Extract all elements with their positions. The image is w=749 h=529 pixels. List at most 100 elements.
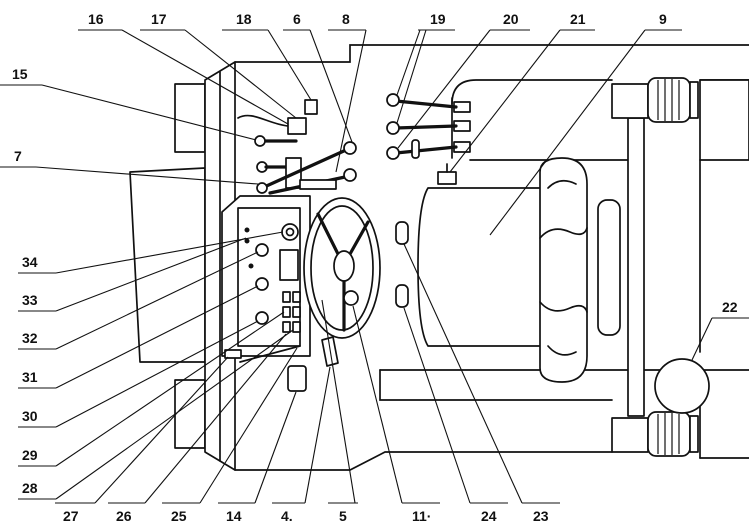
- seat-slot: [597, 199, 621, 336]
- gauge-small: [255, 243, 269, 257]
- steering-spoke: [348, 220, 370, 256]
- steering-hub: [333, 250, 355, 282]
- front-controls: [237, 99, 357, 195]
- leader-line-14: [254, 391, 297, 504]
- toggle-switch: [292, 321, 301, 333]
- callout-24: 24: [481, 508, 497, 524]
- column-knob: [343, 290, 359, 306]
- seat-bolster-top: [539, 227, 588, 239]
- main-lever-knob: [343, 141, 357, 155]
- axle-housing-bottom: [611, 417, 649, 453]
- leader-line-33: [55, 237, 247, 312]
- hub-flange-top: [689, 81, 699, 119]
- callout-labels-right: 22: [722, 299, 738, 315]
- seat-back: [539, 157, 588, 383]
- gauge-center: [285, 227, 295, 237]
- callout-27: 27: [63, 508, 79, 524]
- callout-20: 20: [503, 11, 519, 27]
- top-rail-lower-edge: [451, 79, 613, 105]
- callout-9: 9: [659, 11, 667, 27]
- rear-wheel-hub-bottom: [611, 411, 699, 457]
- toggle-switch: [292, 291, 301, 303]
- steering-wheel-rim-inner: [310, 205, 374, 331]
- seat-back-fold: [547, 179, 577, 189]
- floor-button-lower: [395, 284, 409, 308]
- callout-21: 21: [570, 11, 586, 27]
- leader-line-7: [35, 166, 259, 185]
- leader-line-21: [449, 29, 561, 173]
- leader-line-8: [335, 29, 367, 173]
- callout-17: 17: [151, 11, 167, 27]
- wiring: [237, 114, 289, 127]
- callout-6: 6: [293, 11, 301, 27]
- steering-spoke: [316, 212, 340, 256]
- callout-7: 7: [14, 148, 22, 164]
- callout-19: 19: [430, 11, 446, 27]
- gauge-small: [255, 277, 269, 291]
- rear-axle-bar: [627, 117, 645, 417]
- leader-line-25: [199, 347, 298, 504]
- callout-29: 29: [22, 447, 38, 463]
- leader-line-26: [144, 333, 287, 504]
- lever-rod: [394, 99, 458, 109]
- lever-knob: [386, 146, 400, 160]
- leader-line-6: [309, 29, 353, 143]
- leader-line-11: [352, 305, 403, 504]
- callout-18: 18: [236, 11, 252, 27]
- cab-bottom-edge: [234, 451, 613, 471]
- indicator-lamp: [248, 263, 254, 269]
- callout-labels-bottom: 27 26 25 14 4. 5 11· 24 23: [63, 508, 549, 524]
- floor-button-upper: [395, 221, 409, 245]
- gauge-small: [255, 311, 269, 325]
- leader-line-28: [55, 329, 294, 500]
- auxiliary-control: [437, 163, 457, 185]
- round-tank: [654, 358, 710, 414]
- chassis-frame: [129, 44, 749, 471]
- hub-flange-bottom: [689, 415, 699, 453]
- indicator-lamp: [244, 227, 250, 233]
- leader-lines: [35, 29, 713, 504]
- lever-bracket: [299, 179, 337, 190]
- leader-line-17: [184, 29, 297, 119]
- operator-seat: [417, 157, 621, 383]
- callout-16: 16: [88, 11, 104, 27]
- instrument-panel: [221, 195, 311, 363]
- callout-32: 32: [22, 330, 38, 346]
- leader-line-20: [397, 29, 491, 149]
- leader-line-19b: [396, 29, 427, 124]
- leader-line-30: [55, 320, 259, 428]
- callout-25: 25: [171, 508, 187, 524]
- callout-15: 15: [12, 66, 28, 82]
- label-underlines: [0, 29, 749, 504]
- callout-5: 5: [339, 508, 347, 524]
- callout-11: 11·: [412, 508, 431, 524]
- toggle-switch: [292, 306, 301, 318]
- callout-30: 30: [22, 408, 38, 424]
- callout-28: 28: [22, 480, 38, 496]
- leader-line-29: [55, 311, 285, 467]
- auxiliary-control-body: [437, 171, 457, 185]
- indicator-lamp: [244, 238, 250, 244]
- lever-knob: [386, 121, 400, 135]
- leader-line-15: [41, 84, 257, 141]
- callout-31: 31: [22, 369, 38, 385]
- seat-bolster-bottom: [539, 301, 588, 313]
- callout-33: 33: [22, 292, 38, 308]
- front-left-upper-box: [174, 83, 206, 153]
- relay-box: [287, 117, 307, 135]
- steering-wheel: [303, 197, 381, 339]
- leader-line-18: [267, 29, 312, 101]
- toggle-switch: [282, 321, 291, 333]
- hub-drum-bottom: [647, 411, 691, 457]
- seat-cushion: [417, 187, 549, 347]
- callout-14: 14: [226, 508, 242, 524]
- lever-knob: [386, 93, 400, 107]
- clutch-pedal: [287, 365, 307, 392]
- leader-line-32: [55, 251, 259, 350]
- leader-line-27: [94, 356, 229, 504]
- main-lever-rod: [260, 148, 348, 190]
- callout-4: 4.: [281, 508, 293, 524]
- small-pedal: [224, 349, 242, 359]
- display-window: [279, 249, 299, 281]
- small-lever: [411, 139, 420, 159]
